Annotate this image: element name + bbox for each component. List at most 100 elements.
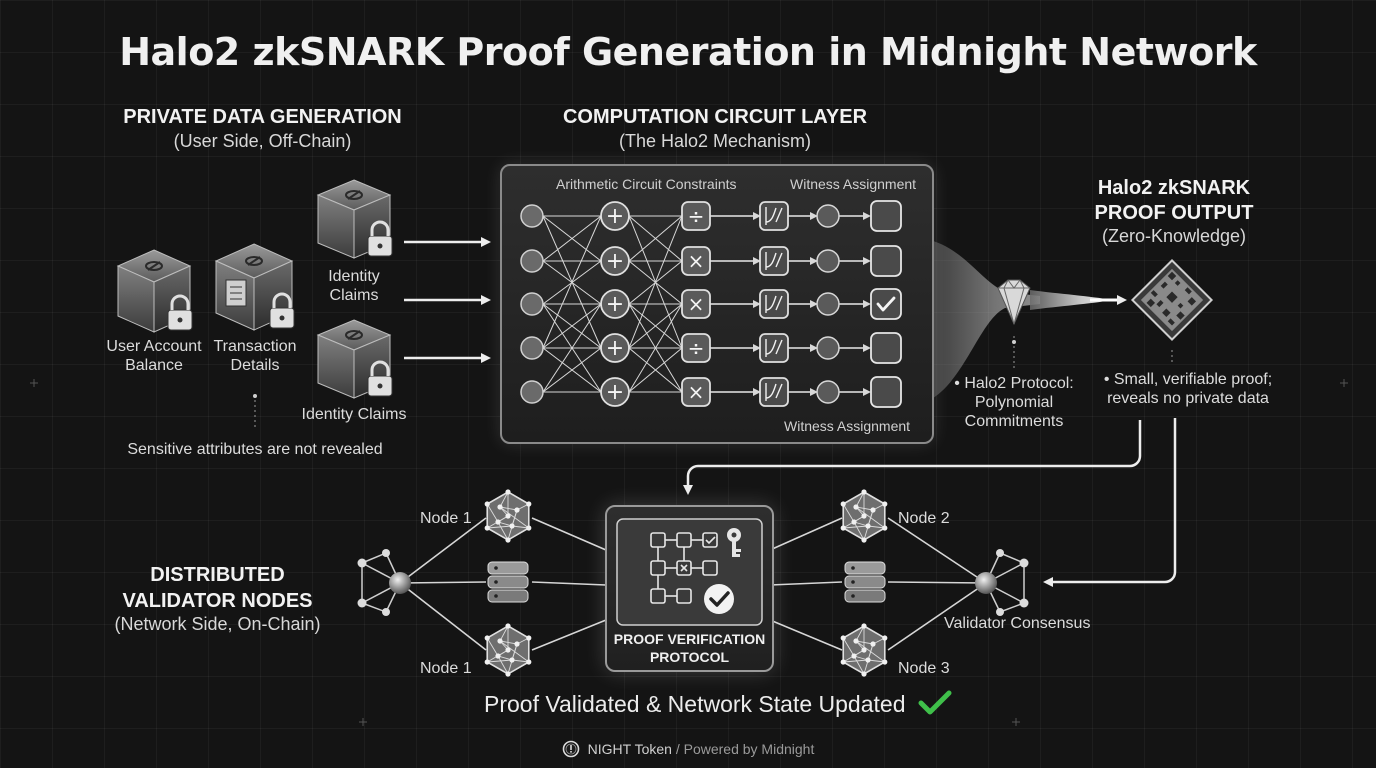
mul-div-gate: × bbox=[681, 289, 711, 319]
circuit-graph: + ÷ + × + × + ÷ + × bbox=[520, 200, 902, 408]
input-wire-node bbox=[520, 204, 544, 228]
input-wire-node bbox=[520, 336, 544, 360]
proof-verification-label: PROOF VERIFICATION PROTOCOL bbox=[613, 631, 766, 665]
node-label-bottom-right: Node 3 bbox=[898, 660, 950, 677]
add-gate: + bbox=[600, 333, 630, 363]
witness-bottom-label: Witness Assignment bbox=[784, 418, 911, 434]
proof-to-validators-connectors bbox=[683, 418, 1177, 587]
add-gate: + bbox=[600, 377, 630, 407]
node-icon-bottom-right bbox=[840, 623, 888, 677]
witness-fn-box bbox=[759, 289, 789, 319]
footer-brand: NIGHT Token bbox=[587, 741, 672, 757]
footer-powered: Powered by Midnight bbox=[683, 741, 815, 757]
node-label-bottom-left: Node 1 bbox=[420, 660, 472, 677]
cube-transaction-details bbox=[214, 243, 295, 331]
cube-user-account-balance bbox=[116, 249, 193, 333]
svg-text:×: × bbox=[688, 249, 705, 273]
svg-text:+: + bbox=[606, 336, 624, 361]
svg-text:+: + bbox=[606, 292, 624, 317]
circuit-panel: + ÷ + × + × + ÷ + × Arithmetic Circuit Constraint… bbox=[500, 164, 934, 444]
validator-links bbox=[399, 517, 987, 651]
output-box bbox=[870, 332, 902, 364]
private-section-subheading: (User Side, Off-Chain) bbox=[173, 131, 352, 151]
svg-text:÷: ÷ bbox=[688, 204, 705, 228]
sensitive-note-pointer bbox=[253, 394, 257, 428]
node-icon-top-left bbox=[484, 489, 532, 543]
proof-beam bbox=[1030, 290, 1112, 310]
output-box bbox=[870, 200, 902, 232]
grid-markers bbox=[30, 379, 1348, 726]
witness-fn-box bbox=[759, 246, 789, 276]
mul-div-gate: × bbox=[681, 377, 711, 407]
constraints-label: Arithmetic Circuit Constraints bbox=[556, 176, 737, 192]
proof-funnel bbox=[930, 240, 1040, 400]
input-wire-node bbox=[520, 380, 544, 404]
footer-separator: / bbox=[671, 741, 684, 757]
label-identity-claims-top: Identity Claims bbox=[328, 268, 380, 304]
validator-consensus-label: Validator Consensus bbox=[944, 615, 1091, 632]
right-network-hub-icon bbox=[975, 549, 1029, 616]
mul-div-gate: ÷ bbox=[681, 201, 711, 231]
green-check-icon bbox=[918, 690, 952, 715]
node-label-top-left: Node 1 bbox=[420, 510, 472, 527]
witness-node bbox=[816, 249, 840, 273]
proof-note: • Small, verifiable proof; reveals no pr… bbox=[1103, 371, 1273, 407]
validator-section-heading: DISTRIBUTED VALIDATOR NODES bbox=[122, 564, 313, 612]
add-gate: + bbox=[600, 201, 630, 231]
output-box bbox=[870, 376, 902, 408]
proof-section-subheading: (Zero-Knowledge) bbox=[1101, 226, 1247, 246]
mul-div-gate: × bbox=[681, 246, 711, 276]
diamond-gem-icon bbox=[997, 279, 1031, 326]
witness-node bbox=[816, 336, 840, 360]
svg-text:+: + bbox=[606, 204, 624, 229]
add-gate: + bbox=[600, 246, 630, 276]
node-icons bbox=[484, 489, 888, 677]
validation-result-text: Proof Validated & Network State Updated bbox=[484, 691, 906, 717]
footer: NIGHT Token / Powered by Midnight bbox=[0, 740, 1376, 758]
proof-artifact-icon bbox=[1130, 258, 1214, 342]
verification-flow-icon bbox=[616, 518, 763, 626]
add-gate: + bbox=[600, 289, 630, 319]
node-icon-top-right bbox=[840, 489, 888, 543]
witness-node bbox=[816, 380, 840, 404]
label-transaction-details: Transaction Details bbox=[213, 338, 297, 374]
input-wire-node bbox=[520, 249, 544, 273]
witness-top-label: Witness Assignment bbox=[790, 176, 917, 192]
svg-text:×: × bbox=[688, 292, 705, 316]
validation-result: Proof Validated & Network State Updated bbox=[484, 690, 952, 718]
left-network-hub-icon bbox=[357, 549, 411, 616]
protocol-note: • Halo2 Protocol: Polynomial Commitments bbox=[954, 375, 1074, 430]
node-icon-bottom-left bbox=[484, 623, 532, 677]
output-box bbox=[870, 288, 902, 320]
svg-text:×: × bbox=[688, 380, 705, 404]
private-section-heading: PRIVATE DATA GENERATION bbox=[123, 106, 402, 128]
bullet: • bbox=[954, 375, 965, 392]
cube-identity-claims-bottom bbox=[316, 319, 393, 399]
cube-identity-claims-top bbox=[316, 179, 393, 259]
server-stack-icon-right bbox=[844, 561, 886, 603]
witness-node bbox=[816, 292, 840, 316]
witness-fn-box bbox=[759, 377, 789, 407]
input-arrows bbox=[404, 237, 491, 363]
witness-node bbox=[816, 204, 840, 228]
validator-section-subheading: (Network Side, On-Chain) bbox=[114, 614, 321, 634]
server-stack-icon-left bbox=[487, 561, 529, 603]
svg-text:+: + bbox=[606, 249, 624, 274]
label-user-account-balance: User Account Balance bbox=[106, 338, 202, 374]
circuit-section-subheading: (The Halo2 Mechanism) bbox=[618, 131, 812, 151]
svg-text:÷: ÷ bbox=[688, 336, 705, 360]
label-identity-claims-bottom: Identity Claims bbox=[301, 406, 407, 423]
night-token-icon bbox=[562, 740, 579, 758]
svg-text:+: + bbox=[606, 380, 624, 405]
output-box bbox=[870, 245, 902, 277]
proof-section-heading: Halo2 zkSNARK PROOF OUTPUT bbox=[1094, 177, 1254, 224]
mul-div-gate: ÷ bbox=[681, 333, 711, 363]
witness-fn-box bbox=[759, 201, 789, 231]
witness-fn-box bbox=[759, 333, 789, 363]
input-wire-node bbox=[520, 292, 544, 316]
page-title: Halo2 zkSNARK Proof Generation in Midnig… bbox=[119, 30, 1257, 74]
bullet: • bbox=[1103, 371, 1114, 388]
circuit-section-heading: COMPUTATION CIRCUIT LAYER bbox=[562, 106, 868, 128]
node-label-top-right: Node 2 bbox=[898, 510, 950, 527]
